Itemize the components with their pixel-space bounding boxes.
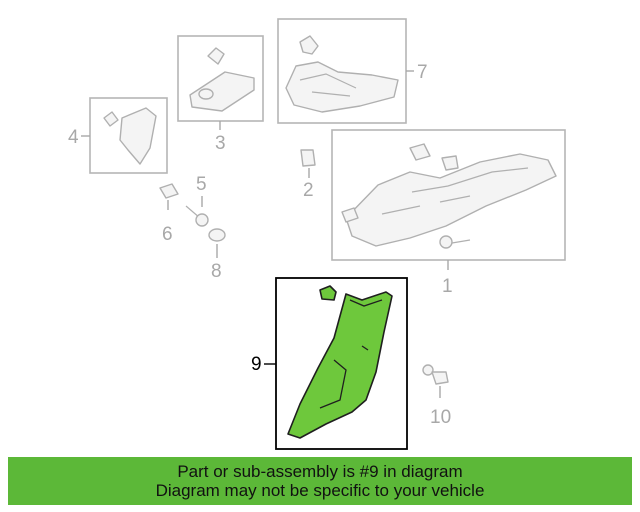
- part-1-screw-shaft: [451, 239, 471, 244]
- part-10[interactable]: 10: [422, 364, 451, 428]
- callout-9: 9: [251, 354, 262, 375]
- part-6-clip-shape: [159, 183, 179, 199]
- part-1-clip-c: [341, 207, 359, 223]
- part-10-screw-body: [431, 371, 449, 385]
- part-2-clip-shape: [300, 149, 316, 167]
- callout-1: 1: [442, 276, 453, 297]
- part-4[interactable]: 4: [68, 97, 168, 174]
- callout-6: 6: [162, 224, 173, 245]
- part-4-bracket-shape: [119, 107, 157, 165]
- callout-5: 5: [196, 174, 207, 195]
- part-3[interactable]: 3: [177, 35, 264, 154]
- part-9[interactable]: 9: [251, 277, 408, 450]
- part-1-detail: [381, 167, 529, 215]
- part-7[interactable]: 8: [208, 228, 226, 282]
- part-8-clip-shape: [299, 35, 319, 55]
- part-5-screw-head: [195, 213, 209, 227]
- part-3-bulb: [207, 47, 225, 65]
- part-10-screw-head: [422, 364, 434, 376]
- part-4-clip-shape: [103, 111, 119, 127]
- part-1[interactable]: 1: [331, 129, 566, 297]
- part-7-grommet-shape: [208, 228, 226, 242]
- parts-diagram: 7 3 4 2 1 5: [68, 18, 566, 450]
- notice-banner: Part or sub-assembly is #9 in diagram Di…: [8, 457, 632, 505]
- part-1-clip-a: [409, 143, 431, 161]
- callout-4: 4: [68, 127, 79, 148]
- callout-8: 7: [417, 62, 428, 83]
- part-5[interactable]: 5: [185, 174, 209, 227]
- callout-10: 10: [430, 407, 451, 428]
- banner-line-1: Part or sub-assembly is #9 in diagram: [177, 462, 463, 481]
- part-1-screw-head: [439, 235, 453, 249]
- part-9-clip-shape: [319, 285, 337, 301]
- part-8[interactable]: 7: [277, 18, 428, 124]
- banner-line-2: Diagram may not be specific to your vehi…: [155, 481, 485, 500]
- part-3-lens: [198, 88, 214, 100]
- callout-7: 8: [211, 261, 222, 282]
- part-9-detail: [319, 299, 383, 409]
- part-6[interactable]: 6: [159, 183, 179, 245]
- part-2[interactable]: 2: [300, 149, 316, 201]
- callout-3: 3: [215, 133, 226, 154]
- part-8-detail: [299, 73, 357, 97]
- part-8-panel-shape: [285, 61, 399, 113]
- part-1-clip-b: [441, 155, 459, 171]
- part-3-lamp-shape: [189, 71, 255, 112]
- callout-2: 2: [303, 180, 314, 201]
